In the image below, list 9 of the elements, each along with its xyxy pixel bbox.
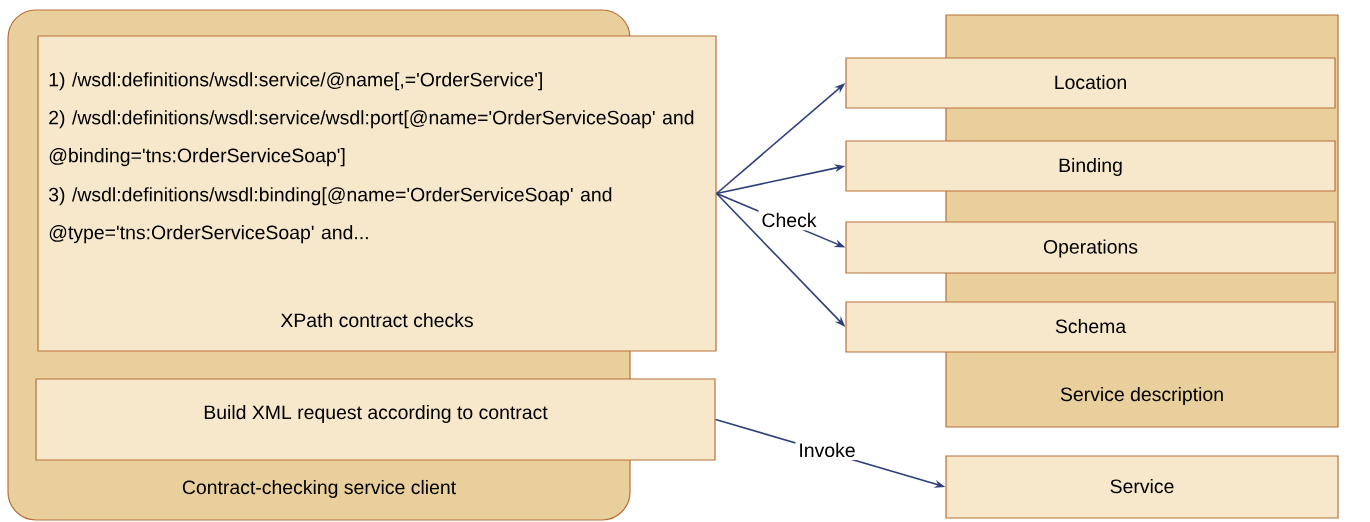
item-box: Binding bbox=[845, 140, 1336, 192]
item-box: Operations bbox=[845, 221, 1336, 274]
item-box: Location bbox=[845, 57, 1336, 109]
edge-label: Invoke bbox=[795, 439, 859, 461]
checks-box: 1) /wsdl:definitions/wsdl:service/@name[,='OrderService'] 2) /wsdl:definitions/wsdl:service/wsdl:port[@name='OrderServiceSoap' and @binding='tns:OrderServiceSoap'] 3) /wsdl:definitions/wsdl:binding[@name='OrderServiceSoap' and @type='tns:OrderServiceSoap' and... XPath contract checks bbox=[37, 35, 717, 352]
process-box: Build XML request according to contract bbox=[35, 378, 716, 461]
edge-label: Check bbox=[758, 209, 820, 231]
service-box: Service bbox=[945, 455, 1339, 519]
item-box: Schema bbox=[845, 301, 1336, 353]
